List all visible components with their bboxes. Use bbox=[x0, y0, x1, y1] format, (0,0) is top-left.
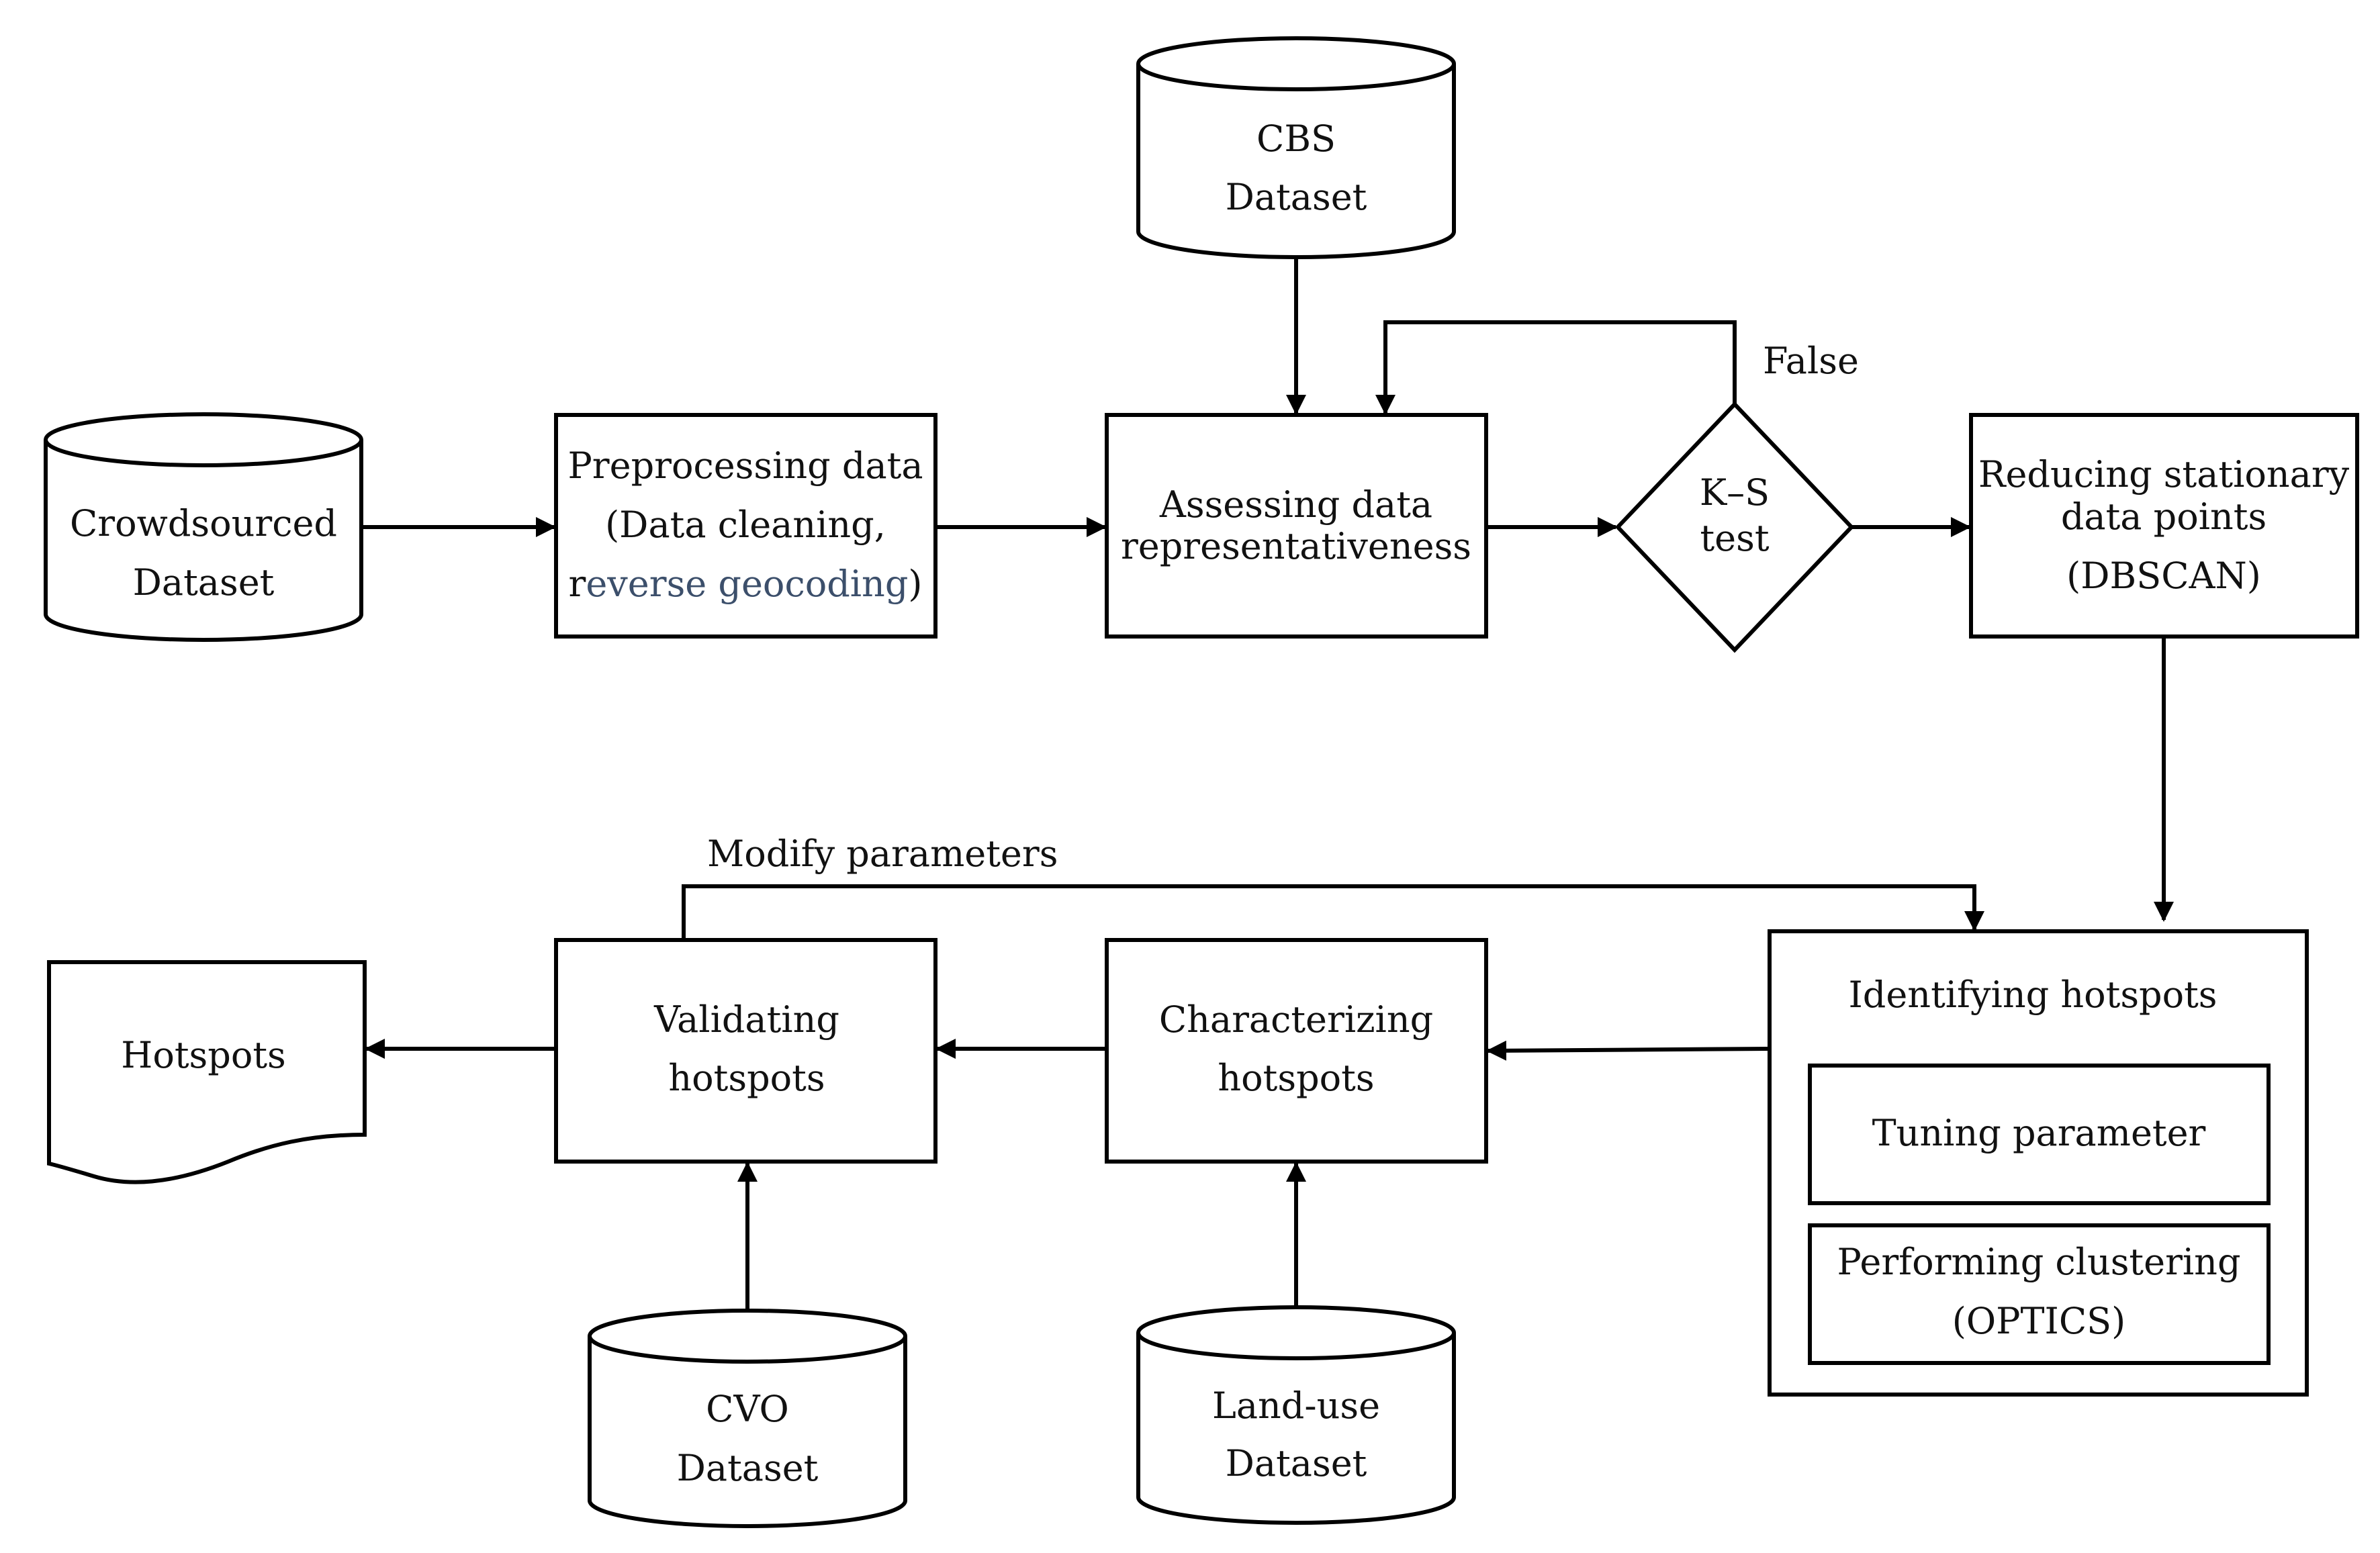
performing-clustering-label-1: Performing clustering bbox=[1837, 1241, 2240, 1283]
hotspots-output-label: Hotspots bbox=[121, 1034, 286, 1076]
cvo-label-2: Dataset bbox=[677, 1447, 819, 1489]
characterizing-label-1: Characterizing bbox=[1159, 998, 1433, 1041]
validating-node: Validating hotspots bbox=[554, 938, 937, 1164]
cbs-label-2: Dataset bbox=[1226, 176, 1367, 218]
edge-validating-modify-loop bbox=[682, 884, 1984, 940]
characterizing-node: Characterizing hotspots bbox=[1105, 938, 1488, 1164]
cbs-dataset-node: CBS Dataset bbox=[1136, 36, 1456, 259]
hotspots-output-node: Hotspots bbox=[47, 960, 367, 1184]
landuse-label-1: Land-use bbox=[1212, 1384, 1380, 1427]
reducing-label-3: (DBSCAN) bbox=[2066, 555, 2261, 597]
identifying-title: Identifying hotspots bbox=[1848, 974, 2217, 1016]
modify-parameters-label: Modify parameters bbox=[707, 833, 1058, 875]
tuning-parameter-node: Tuning parameter bbox=[1808, 1064, 2271, 1205]
characterizing-label-2: hotspots bbox=[1218, 1057, 1374, 1099]
cvo-label-1: CVO bbox=[706, 1388, 789, 1430]
crowdsourced-dataset-node: Crowdsourced Dataset bbox=[44, 412, 363, 642]
ks-test-label-1: K–S bbox=[1700, 471, 1770, 514]
edge-ks-false-loop bbox=[1375, 320, 1737, 415]
assessing-label-1: Assessing data bbox=[1159, 483, 1432, 526]
validating-label-2: hotspots bbox=[668, 1057, 825, 1099]
ks-test-label-2: test bbox=[1700, 517, 1769, 559]
landuse-label-2: Dataset bbox=[1226, 1442, 1367, 1485]
validating-label-1: Validating bbox=[653, 998, 839, 1041]
assessing-node: Assessing data representativeness bbox=[1105, 413, 1488, 639]
preprocessing-label-3: reverse geocoding) bbox=[569, 563, 923, 605]
cbs-label-1: CBS bbox=[1256, 117, 1336, 160]
tuning-parameter-label: Tuning parameter bbox=[1872, 1112, 2206, 1154]
cvo-dataset-node: CVO Dataset bbox=[588, 1309, 907, 1528]
false-label: False bbox=[1763, 340, 1859, 382]
reducing-node: Reducing stationary data points (DBSCAN) bbox=[1969, 413, 2359, 639]
edge-identifying-to-characterizing bbox=[1486, 1040, 1770, 1061]
edges: False Modify parameters bbox=[361, 257, 2174, 1311]
reducing-label-2: data points bbox=[2061, 496, 2267, 538]
performing-clustering-label-2: (OPTICS) bbox=[1952, 1300, 2125, 1342]
preprocessing-label-2: (Data cleaning, bbox=[605, 504, 886, 546]
landuse-dataset-node: Land-use Dataset bbox=[1136, 1305, 1456, 1525]
identifying-hotspots-node: Identifying hotspots Tuning parameter Pe… bbox=[1768, 929, 2309, 1397]
ks-test-node: K–S test bbox=[1614, 401, 1855, 653]
performing-clustering-node: Performing clustering (OPTICS) bbox=[1808, 1223, 2271, 1365]
crowdsourced-label-1: Crowdsourced bbox=[70, 502, 337, 545]
preprocessing-node: Preprocessing data (Data cleaning, rever… bbox=[554, 413, 937, 639]
reducing-label-1: Reducing stationary bbox=[1978, 453, 2350, 496]
assessing-label-2: representativeness bbox=[1121, 525, 1471, 567]
crowdsourced-label-2: Dataset bbox=[133, 561, 275, 604]
preprocessing-label-1: Preprocessing data bbox=[567, 444, 923, 487]
